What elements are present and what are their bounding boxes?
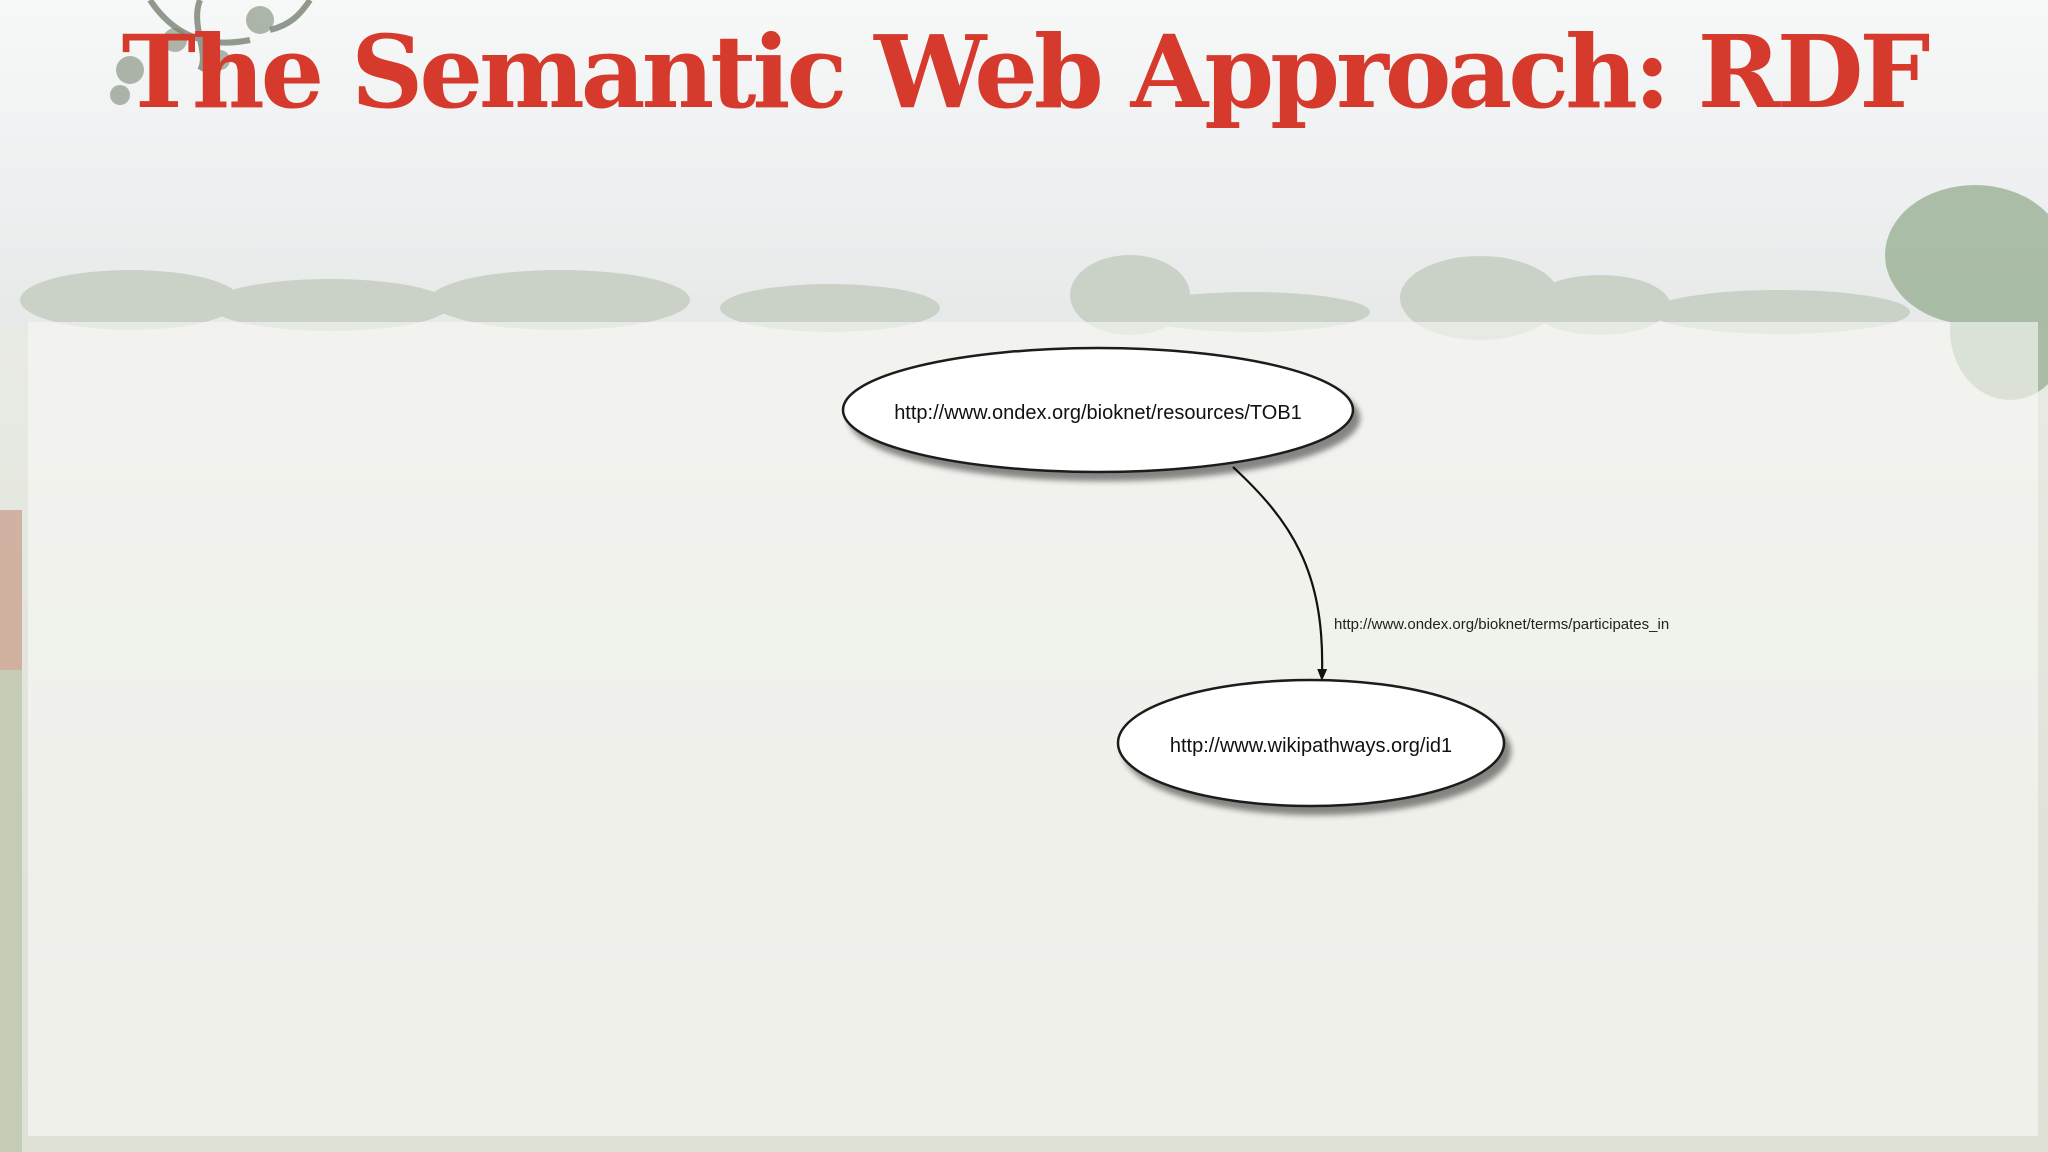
slide-title: The Semantic Web Approach: RDF: [121, 13, 1931, 131]
edge-label: http://www.ondex.org/bioknet/terms/parti…: [1334, 616, 1669, 633]
edge-participates-in: [1232, 466, 1328, 681]
node-tob1[interactable]: http://www.ondex.org/bioknet/resources/T…: [841, 346, 1355, 474]
node-label: http://www.ondex.org/bioknet/resources/T…: [894, 402, 1302, 424]
node-label: http://www.wikipathways.org/id1: [1170, 735, 1452, 757]
node-wikipathways-id1[interactable]: http://www.wikipathways.org/id1: [1116, 678, 1506, 808]
background-sky: [0, 0, 2048, 330]
